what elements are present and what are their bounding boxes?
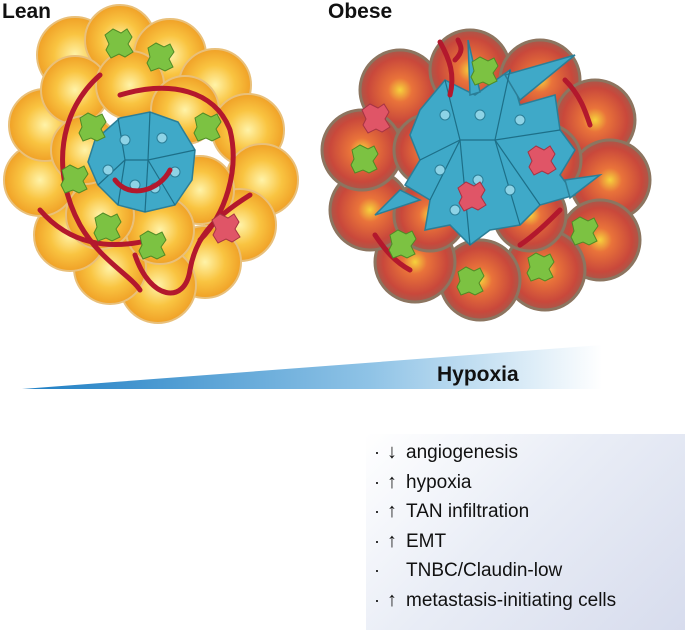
lean-adipocytes — [3, 4, 299, 324]
bullet: · — [374, 501, 380, 521]
lean-label: Lean — [2, 0, 52, 23]
hypoxia-gradient-wedge — [22, 345, 602, 389]
tumor-illustration — [3, 4, 652, 389]
up-arrow-icon: ↑ — [387, 500, 397, 522]
list-item: · ↑ EMT — [374, 527, 685, 557]
obesity-effects-box: · ↓ angiogenesis · ↑ hypoxia · ↑ TAN inf… — [366, 434, 685, 630]
up-arrow-icon: ↑ — [387, 529, 397, 552]
list-item: · ↓ angiogenesis — [374, 438, 685, 468]
effects-list: · ↓ angiogenesis · ↑ hypoxia · ↑ TAN inf… — [366, 434, 685, 615]
bullet: · — [374, 442, 380, 462]
list-item: · ↑ hypoxia — [374, 468, 685, 498]
effect-text: angiogenesis — [406, 442, 518, 463]
effect-text: hypoxia — [406, 471, 472, 493]
effect-text: TNBC/Claudin-low — [406, 560, 563, 581]
bullet: · — [374, 530, 380, 551]
up-arrow-icon: ↑ — [387, 470, 397, 493]
obese-tissue — [320, 28, 652, 322]
lean-activated-neutrophil — [211, 213, 241, 244]
bullet: · — [374, 560, 380, 580]
hypoxia-label: Hypoxia — [437, 363, 519, 386]
effect-text: metastasis-initiating cells — [406, 589, 617, 611]
obese-label: Obese — [328, 0, 393, 23]
list-item: · ↑ metastasis-initiating cells — [374, 586, 685, 616]
obese-activated-neutrophils — [361, 103, 557, 212]
up-arrow-icon: ↑ — [387, 588, 397, 611]
list-item: · ↑ TAN infiltration — [374, 497, 685, 527]
down-arrow-icon: ↓ — [387, 441, 397, 463]
bullet: · — [374, 471, 380, 492]
lean-tissue — [3, 4, 299, 324]
effect-text: TAN infiltration — [406, 501, 530, 522]
effect-text: EMT — [406, 530, 447, 552]
bullet: · — [374, 589, 380, 610]
obese-neutrophils — [350, 56, 599, 296]
lean-tumor-cells — [87, 111, 196, 213]
obese-blood-vessels — [372, 37, 593, 273]
lean-neutrophils — [60, 28, 222, 260]
list-item: · TNBC/Claudin-low — [374, 556, 685, 586]
